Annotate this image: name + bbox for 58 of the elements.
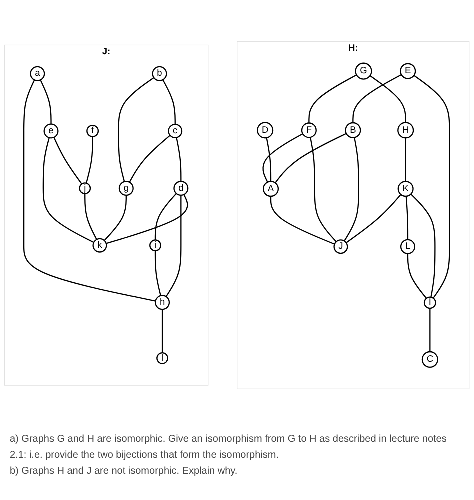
connector (154, 250, 162, 296)
connector (344, 137, 360, 242)
connector (410, 193, 436, 298)
connector (270, 196, 335, 244)
node-circle: B (345, 122, 362, 138)
node-circle: e (44, 123, 59, 138)
connector (407, 253, 428, 299)
node-circle: i (150, 239, 162, 252)
connector (176, 137, 182, 182)
connector (40, 80, 52, 124)
connector (162, 309, 164, 353)
connector (84, 194, 98, 240)
connector (54, 136, 82, 184)
node-circle: G (355, 62, 372, 80)
connector (129, 134, 171, 182)
connector (346, 194, 402, 244)
node-circle: L (400, 238, 416, 254)
connector (23, 80, 156, 302)
node-circle: k (92, 238, 108, 252)
connector (352, 74, 402, 123)
node-circle: j (79, 182, 92, 194)
node-circle: F (301, 122, 317, 138)
connector (106, 194, 188, 244)
connector (275, 132, 347, 184)
node-circle: h (155, 294, 170, 310)
connector (166, 195, 182, 297)
node-circle: A (262, 180, 280, 197)
connector (118, 77, 154, 182)
node-circle: f (86, 124, 100, 138)
node-circle: K (398, 180, 414, 197)
node-circle: I (424, 296, 436, 309)
question-text: a) Graphs G and H are isomorphic. Give an isomorphism from G to H as described in lecture notes 2.1: i.e. provide the two bijections that form the isomorphism. (10, 433, 448, 463)
connector (414, 74, 450, 298)
connector (162, 79, 176, 124)
node-circle: a (30, 66, 46, 82)
node-circle: d (174, 180, 189, 196)
connector (405, 138, 406, 182)
node-circle: g (118, 180, 134, 196)
connector (42, 137, 94, 243)
node-circle: b (152, 66, 168, 82)
connector (406, 196, 409, 240)
node-circle: C (422, 351, 438, 368)
node-circle: D (257, 122, 274, 138)
connector (86, 136, 94, 184)
connector (154, 192, 177, 240)
node-circle: c (168, 124, 183, 138)
node-circle: l (156, 352, 168, 364)
connector (308, 74, 358, 123)
connector (104, 195, 127, 241)
connector (266, 138, 272, 182)
connector (262, 133, 304, 182)
question-text: b) Graphs H and J are not isomorphic. Explain why. (10, 465, 239, 479)
node-circle: E (400, 62, 416, 79)
connector (370, 75, 406, 122)
connector (310, 137, 337, 242)
node-circle: J (334, 239, 348, 254)
node-circle: H (398, 122, 414, 138)
connector (430, 308, 431, 352)
